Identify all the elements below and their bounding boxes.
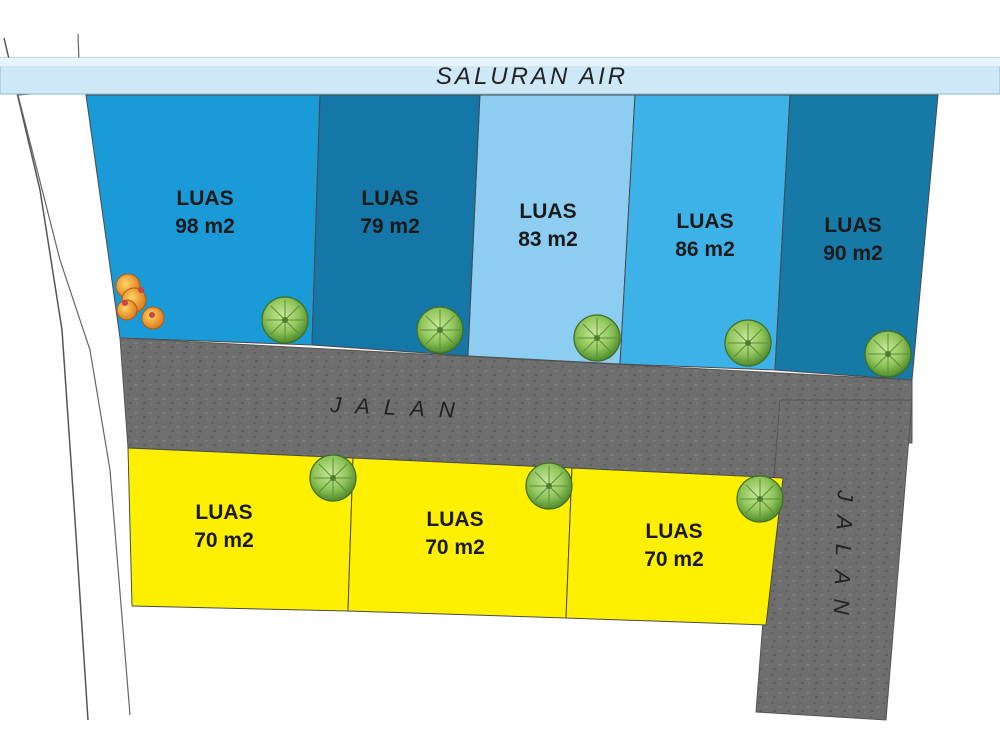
- road-vertical-label: JALAN: [828, 489, 858, 629]
- canal: SALURAN AIR: [0, 57, 1000, 95]
- lot-top-5: LUAS 90 m2: [774, 94, 939, 381]
- lot-label-luas: LUAS: [676, 210, 733, 233]
- lot-label-area: 83 m2: [518, 228, 578, 251]
- lot-label-luas: LUAS: [824, 214, 881, 237]
- tree-icon: [573, 314, 621, 362]
- tree-icon: [416, 306, 464, 354]
- lot-label-area: 86 m2: [675, 238, 735, 261]
- lot-label-area: 70 m2: [644, 548, 704, 571]
- tree-icon: [724, 319, 772, 367]
- lot-top-4: LUAS 86 m2: [619, 94, 791, 371]
- lot-bottom-1: LUAS 70 m2: [127, 447, 354, 612]
- road-horizontal: JALAN: [119, 337, 913, 479]
- boundary-line-outer: [3, 37, 89, 721]
- road-vertical: JALAN: [755, 399, 913, 721]
- tree-icon: [864, 330, 912, 378]
- lot-label-luas: LUAS: [195, 501, 252, 524]
- trees: [261, 296, 912, 523]
- lot-label-area: 98 m2: [175, 215, 235, 238]
- tree-icon: [261, 296, 309, 344]
- canal-label: SALURAN AIR: [436, 63, 628, 90]
- tree-icon: [525, 462, 573, 510]
- lot-label-luas: LUAS: [361, 187, 418, 210]
- lot-label-area: 79 m2: [360, 215, 420, 238]
- lot-label-luas: LUAS: [176, 187, 233, 210]
- lots-bottom: LUAS 70 m2 LUAS 70 m2 LUAS 70 m2: [127, 447, 784, 626]
- lot-bottom-2: LUAS 70 m2: [347, 457, 573, 619]
- lot-label-luas: LUAS: [426, 508, 483, 531]
- lot-label-area: 70 m2: [194, 529, 254, 552]
- flower-shrub-icon: [115, 273, 165, 330]
- lot-label-area: 90 m2: [823, 242, 883, 265]
- lot-label-luas: LUAS: [519, 200, 576, 223]
- lot-label-area: 70 m2: [425, 536, 485, 559]
- tree-icon: [736, 475, 784, 523]
- lot-label-luas: LUAS: [645, 520, 702, 543]
- lot-bottom-3: LUAS 70 m2: [565, 467, 784, 626]
- lot-top-2: LUAS 79 m2: [311, 94, 481, 357]
- lot-top-1: LUAS 98 m2: [85, 94, 321, 346]
- tree-icon: [309, 454, 357, 502]
- lot-top-3: LUAS 83 m2: [467, 94, 636, 365]
